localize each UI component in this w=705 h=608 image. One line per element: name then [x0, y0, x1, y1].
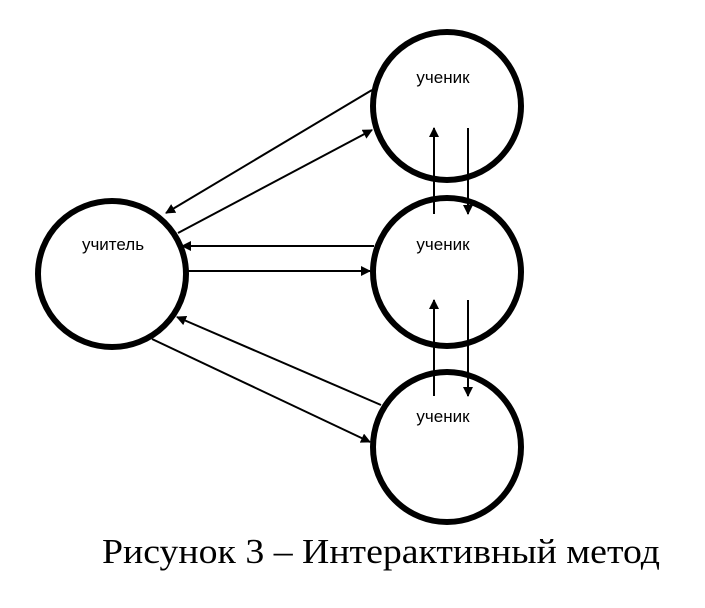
arrow-top-to-teacher [165, 89, 373, 214]
student-top-node [370, 29, 524, 183]
figure-caption: Рисунок 3 – Интерактивный метод [102, 532, 660, 571]
student-middle-label: ученик [416, 235, 470, 254]
teacher-node [35, 198, 189, 350]
student-bottom-node [370, 369, 524, 525]
student-bottom-label: ученик [416, 407, 470, 426]
arrow-teacher-to-top [177, 129, 373, 234]
teacher-label: учитель [82, 235, 144, 254]
student-top-label: ученик [416, 68, 470, 87]
student-middle-node [370, 195, 524, 349]
arrow-bottom-to-teacher [176, 315, 382, 406]
arrow-teacher-to-bottom [151, 338, 371, 443]
